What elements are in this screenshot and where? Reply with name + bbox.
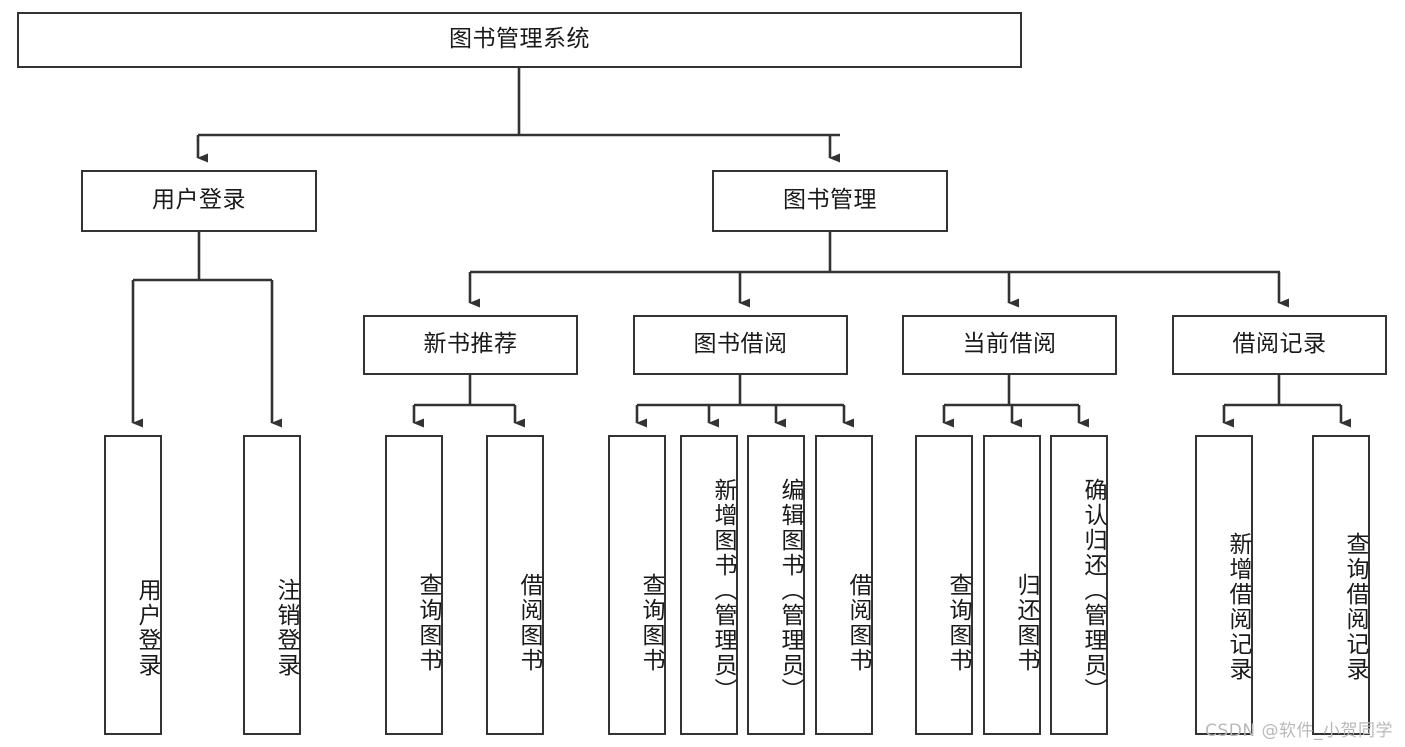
node-root-label: 图书管理系统 [449,26,590,53]
node-new-book-recommend[interactable]: 新书推荐 [363,315,578,375]
node-book-borrow[interactable]: 图书借阅 [633,315,848,375]
node-leaf-add-book-label: 新增图书（管理员） [710,477,736,703]
node-leaf-borrow-book-recommend-label: 借阅图书 [516,573,542,673]
node-leaf-add-book[interactable]: 新增图书（管理员） [680,435,738,735]
node-new-book-recommend-label: 新书推荐 [423,331,518,358]
node-leaf-edit-book-label: 编辑图书（管理员） [777,477,803,703]
node-leaf-add-borrow-record-label: 新增借阅记录 [1225,532,1251,682]
node-leaf-user-logout-label: 注销登录 [273,578,299,678]
node-leaf-query-borrow-record-label: 查询借阅记录 [1342,532,1368,682]
node-root[interactable]: 图书管理系统 [17,12,1022,68]
node-leaf-add-borrow-record[interactable]: 新增借阅记录 [1195,435,1253,735]
node-book-borrow-label: 图书借阅 [693,331,788,358]
node-book-manage-label: 图书管理 [783,187,877,214]
node-leaf-borrow-book-recommend[interactable]: 借阅图书 [486,435,544,735]
node-current-borrow[interactable]: 当前借阅 [902,315,1117,375]
node-leaf-query-book-current[interactable]: 查询图书 [915,435,973,735]
node-leaf-user-logout[interactable]: 注销登录 [243,435,301,735]
node-leaf-return-book-label: 归还图书 [1013,573,1039,673]
node-leaf-query-book-recommend-label: 查询图书 [415,573,441,673]
node-leaf-return-book[interactable]: 归还图书 [983,435,1041,735]
node-leaf-borrow-book-label: 借阅图书 [845,573,871,673]
node-leaf-query-book-borrow-label: 查询图书 [638,573,664,673]
node-leaf-query-book-borrow[interactable]: 查询图书 [608,435,666,735]
node-leaf-confirm-return[interactable]: 确认归还（管理员） [1050,435,1108,735]
node-leaf-query-book-recommend[interactable]: 查询图书 [385,435,443,735]
node-user-login[interactable]: 用户登录 [81,170,317,232]
node-borrow-record-label: 借阅记录 [1232,331,1327,358]
node-book-manage[interactable]: 图书管理 [712,170,948,232]
node-current-borrow-label: 当前借阅 [962,331,1057,358]
node-leaf-confirm-return-label: 确认归还（管理员） [1080,477,1106,703]
node-leaf-query-borrow-record[interactable]: 查询借阅记录 [1312,435,1370,735]
node-leaf-edit-book[interactable]: 编辑图书（管理员） [747,435,805,735]
csdn-watermark: CSDN @软件_小贺同学 [1205,721,1393,741]
node-leaf-query-book-current-label: 查询图书 [945,573,971,673]
node-borrow-record[interactable]: 借阅记录 [1172,315,1387,375]
node-leaf-borrow-book[interactable]: 借阅图书 [815,435,873,735]
node-leaf-user-login-label: 用户登录 [134,578,160,678]
node-user-login-label: 用户登录 [152,187,246,214]
node-leaf-user-login[interactable]: 用户登录 [104,435,162,735]
